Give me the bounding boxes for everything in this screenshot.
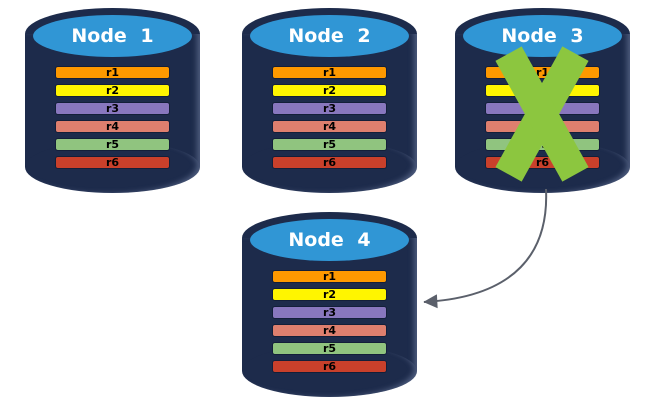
record-bar-r5: r5 — [272, 138, 387, 151]
record-bar-r3: r3 — [272, 102, 387, 115]
record-bar-r4: r4 — [55, 120, 170, 133]
node-3-records: r1 r2 r3 r4 r5 r6 — [485, 66, 600, 169]
node-4-records: r1 r2 r3 r4 r5 r6 — [272, 270, 387, 373]
record-bar-r1: r1 — [272, 66, 387, 79]
node-4-label: Node 4 — [250, 219, 409, 261]
record-bar-r4: r4 — [272, 120, 387, 133]
replication-arrow — [423, 188, 548, 309]
record-bar-r3: r3 — [272, 306, 387, 319]
record-bar-r6: r6 — [55, 156, 170, 169]
record-bar-r1: r1 — [55, 66, 170, 79]
record-bar-r1: r1 — [485, 66, 600, 79]
node-1-cylinder: Node 1 r1 r2 r3 r4 r5 r6 — [25, 8, 200, 193]
record-bar-r1: r1 — [272, 270, 387, 283]
record-bar-r3: r3 — [485, 102, 600, 115]
record-bar-r6: r6 — [272, 156, 387, 169]
node-2-records: r1 r2 r3 r4 r5 r6 — [272, 66, 387, 169]
record-bar-r6: r6 — [485, 156, 600, 169]
record-bar-r5: r5 — [55, 138, 170, 151]
node-2-label: Node 2 — [250, 15, 409, 57]
record-bar-r6: r6 — [272, 360, 387, 373]
record-bar-r2: r2 — [55, 84, 170, 97]
record-bar-r2: r2 — [272, 288, 387, 301]
node-3-label: Node 3 — [463, 15, 622, 57]
record-bar-r2: r2 — [485, 84, 600, 97]
node-4-cylinder: Node 4 r1 r2 r3 r4 r5 r6 — [242, 212, 417, 397]
record-bar-r5: r5 — [485, 138, 600, 151]
record-bar-r3: r3 — [55, 102, 170, 115]
node-1-records: r1 r2 r3 r4 r5 r6 — [55, 66, 170, 169]
record-bar-r4: r4 — [272, 324, 387, 337]
record-bar-r4: r4 — [485, 120, 600, 133]
record-bar-r5: r5 — [272, 342, 387, 355]
record-bar-r2: r2 — [272, 84, 387, 97]
node-3-cylinder: Node 3 r1 r2 r3 r4 r5 r6 — [455, 8, 630, 193]
node-2-cylinder: Node 2 r1 r2 r3 r4 r5 r6 — [242, 8, 417, 193]
node-1-label: Node 1 — [33, 15, 192, 57]
